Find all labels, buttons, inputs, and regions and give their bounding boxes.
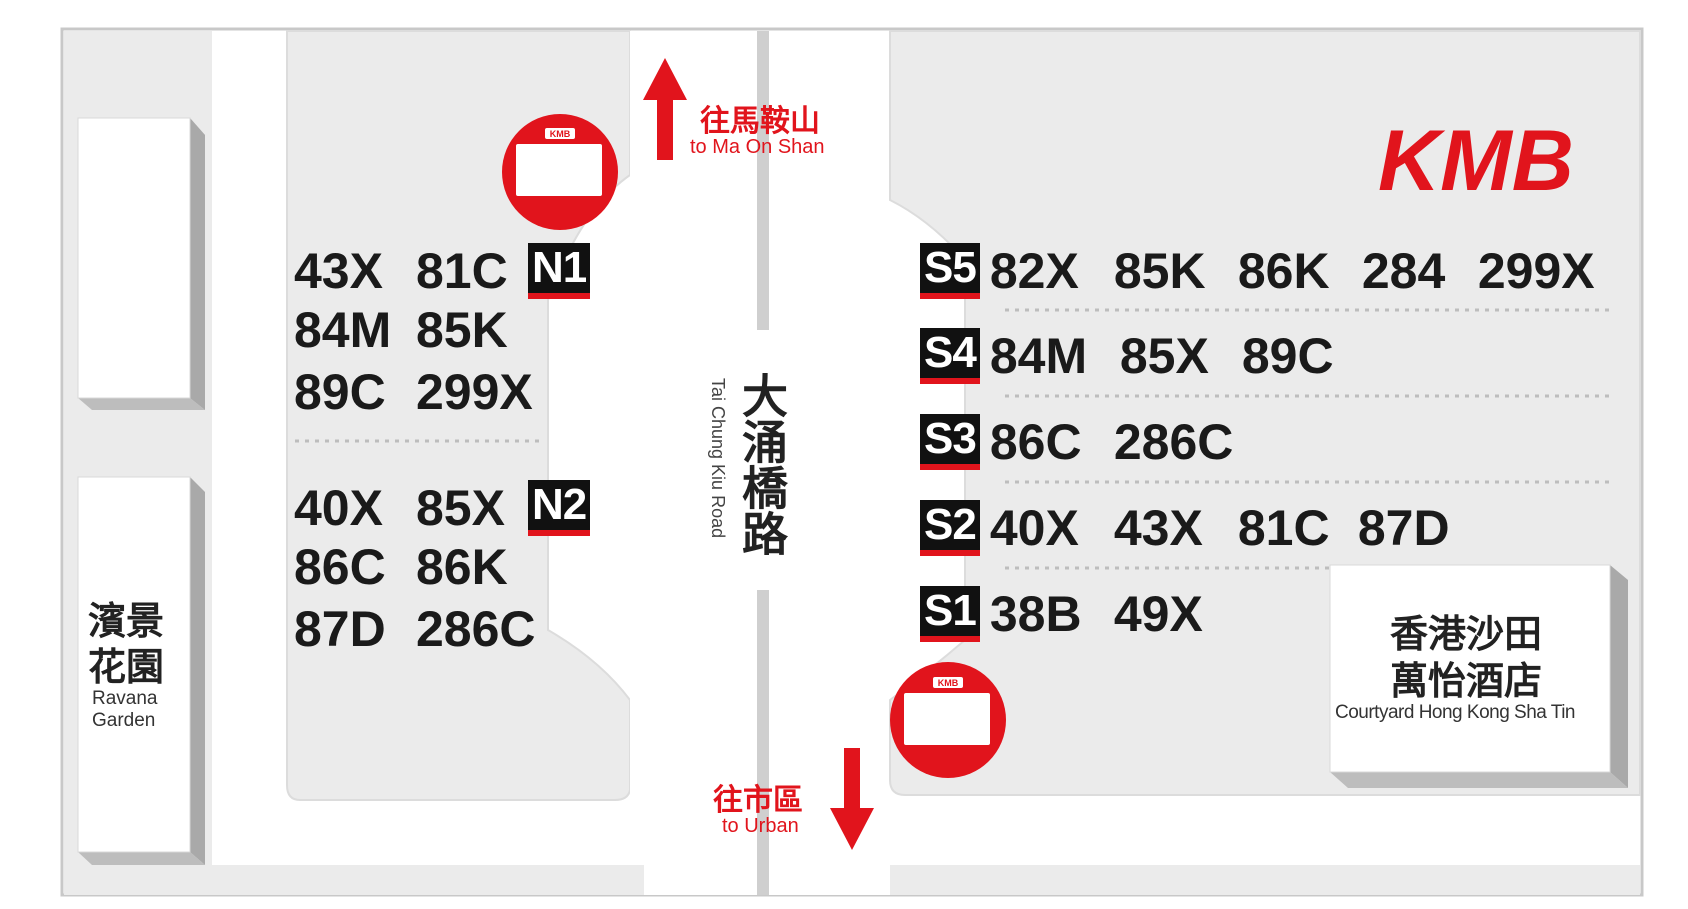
stop-n1-row-2: 84M 85K [294, 305, 508, 355]
bottom-right-block [890, 865, 1640, 895]
stop-badge-s5: S5 [920, 243, 980, 299]
route-label: 85X [416, 480, 505, 536]
stop-s4-row: S4 84M 85X 89C [920, 328, 1334, 384]
route-label: 81C [416, 243, 508, 299]
route-label: 82X [989, 243, 1079, 299]
stop-s1-row: S1 38B 49X [920, 586, 1203, 642]
stop-badge-n2: N2 [528, 480, 591, 536]
stop-badge-n1: N1 [528, 243, 591, 299]
road-name-zh: 大涌橋路 [735, 372, 789, 556]
stop-badge-s2: S2 [920, 500, 980, 556]
ravana-garden-en-2: Garden [92, 710, 156, 731]
route-label: 86K [1237, 243, 1330, 299]
stop-badge-s1: S1 [920, 586, 980, 642]
route-label: 87D [294, 601, 386, 657]
route-label: 299X [416, 364, 533, 420]
bus-stop-icon-south-label: KMB [938, 678, 959, 688]
route-label: 89C [294, 364, 386, 420]
ravana-garden-zh-1: 濱景 [88, 599, 165, 643]
bottom-left-block [64, 865, 644, 895]
route-label: 40X [989, 500, 1079, 556]
route-label: 43X [1113, 500, 1203, 556]
route-label: 87D [1357, 500, 1450, 556]
stop-badge-s3: S3 [920, 414, 980, 470]
route-label: 284 [1361, 243, 1446, 299]
route-label: 299X [1477, 243, 1595, 299]
arrow-down-icon [830, 748, 874, 850]
route-label: 43X [294, 243, 383, 299]
bus-stop-icon-north-label: KMB [550, 129, 571, 139]
direction-south-zh: 往市區 [713, 783, 803, 818]
stop-badge-s4: S4 [920, 328, 980, 384]
route-label: 85K [1113, 243, 1206, 299]
route-label: 89C [1241, 328, 1334, 384]
route-label: 84M [294, 302, 392, 358]
stop-s3-row: S3 86C 286C [920, 414, 1233, 470]
road-name-en: Tai Chung Kiu Road [708, 378, 728, 539]
route-label: 40X [294, 480, 383, 536]
svg-text:KMB: KMB [1378, 113, 1574, 209]
route-label: 81C [1237, 500, 1330, 556]
ravana-garden-zh-2: 花園 [88, 645, 165, 689]
ravana-garden-en-1: Ravana [92, 688, 158, 709]
courtyard-hotel-zh-2: 萬怡酒店 [1390, 659, 1543, 703]
route-label: 86K [416, 539, 508, 595]
route-label: 84M [989, 328, 1088, 384]
route-label: 86C [294, 539, 386, 595]
ravana-garden-building [77, 476, 205, 865]
stop-s5-row: S5 82X 85K 86K 284 299X [920, 243, 1595, 299]
route-label: 85K [416, 302, 508, 358]
stop-n2-row-1: 40X 85X N2 [294, 480, 591, 536]
route-label: 85X [1119, 328, 1209, 384]
route-label: 86C [989, 414, 1082, 470]
bus-stop-icon-south [890, 662, 1006, 778]
stop-n2-row-3: 87D 286C [294, 604, 536, 654]
direction-north-en: to Ma On Shan [690, 136, 825, 158]
arrow-up-icon [643, 58, 687, 160]
direction-south-en: to Urban [722, 815, 799, 837]
stop-n1-row-3: 89C 299X [294, 367, 533, 417]
courtyard-hotel-en: Courtyard Hong Kong Sha Tin [1335, 702, 1576, 723]
stop-n2-row-2: 86C 86K [294, 542, 508, 592]
route-label: 286C [1113, 414, 1234, 470]
route-label: 286C [416, 601, 536, 657]
route-label: 49X [1113, 586, 1203, 642]
building-top-left [77, 117, 205, 410]
kmb-logo: KMB [1378, 113, 1574, 209]
route-label: 38B [989, 586, 1082, 642]
side-road [212, 31, 640, 895]
stop-n1-row-1: 43X 81C N1 [294, 243, 591, 299]
bus-stop-icon-north [502, 114, 618, 230]
stop-s2-row: S2 40X 43X 81C 87D [920, 500, 1450, 556]
courtyard-hotel-building [1329, 564, 1628, 788]
direction-north-zh: 往馬鞍山 [700, 104, 820, 139]
courtyard-hotel-zh-1: 香港沙田 [1390, 612, 1543, 656]
